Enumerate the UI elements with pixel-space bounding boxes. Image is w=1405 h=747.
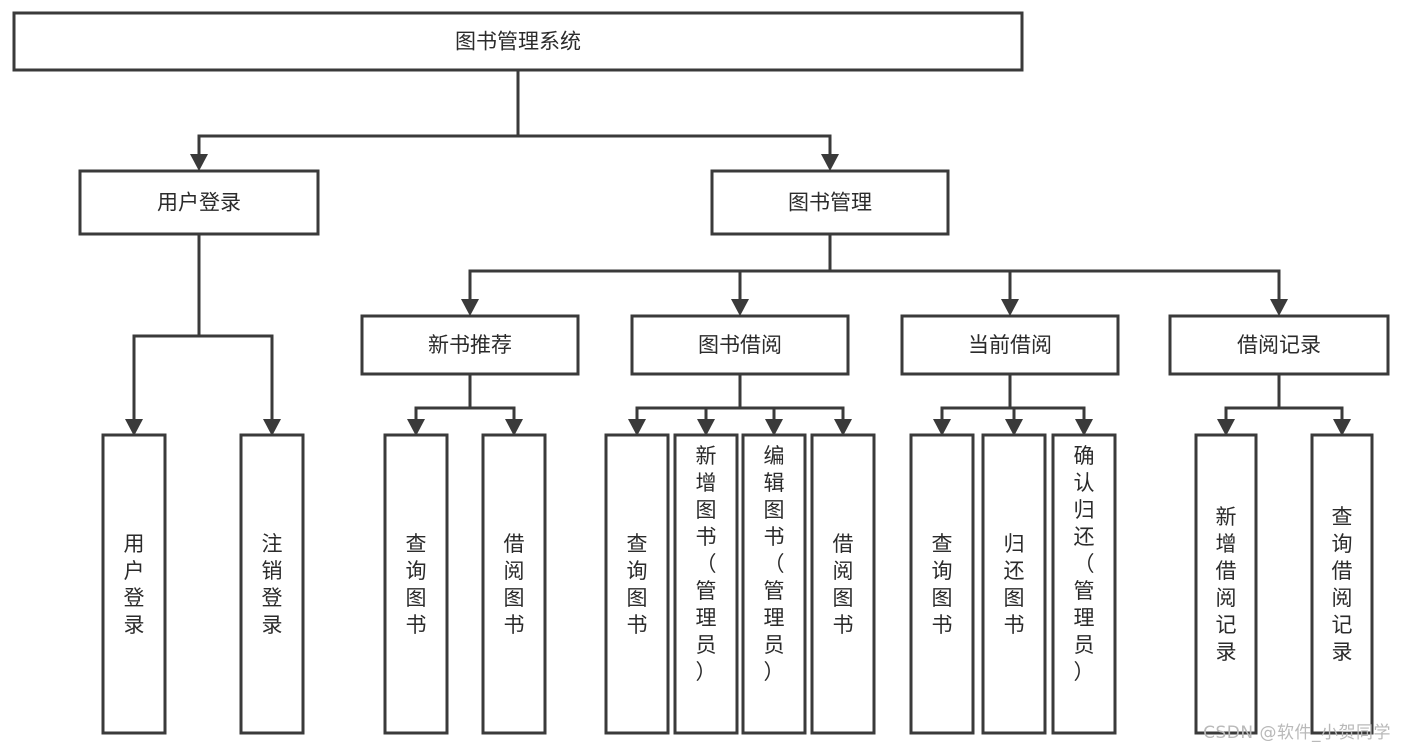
leaf-node-label-leaf-borrow-book-recommend: 借阅图书 xyxy=(504,532,525,637)
level2-node-box-book-manage[interactable]: 图书管理 xyxy=(710,169,950,236)
arrow-head-icon xyxy=(1001,299,1019,316)
level3-node-box-book-borrow[interactable]: 图书借阅 xyxy=(630,314,850,376)
leaf-node-box-leaf-query-book-current[interactable]: 查询图书 xyxy=(909,433,975,735)
arrow-head-icon xyxy=(731,299,749,316)
arrow-head-icon xyxy=(1005,419,1023,436)
leaf-node-box-leaf-add-borrow-record[interactable]: 新增借阅记录 xyxy=(1194,433,1258,735)
arrow-head-icon xyxy=(407,419,425,436)
connector-layer xyxy=(125,68,1351,436)
arrow-head-icon xyxy=(628,419,646,436)
level2-node-label-user-login: 用户登录 xyxy=(157,191,241,215)
leaf-node-label-leaf-return-book: 归还图书 xyxy=(1004,532,1025,637)
leaf-node-box-leaf-query-borrow-record[interactable]: 查询借阅记录 xyxy=(1310,433,1374,735)
leaf-node-label-leaf-add-borrow-record: 新增借阅记录 xyxy=(1216,505,1237,664)
arrow-head-icon xyxy=(125,419,143,436)
arrow-head-icon xyxy=(505,419,523,436)
level3-node-label-borrow-record: 借阅记录 xyxy=(1237,333,1321,357)
arrow-head-icon xyxy=(1075,419,1093,436)
leaf-node-box-leaf-user-login[interactable]: 用户登录 xyxy=(101,433,167,735)
leaf-node-label-leaf-confirm-return-admin: 确认归还（管理员） xyxy=(1074,444,1095,684)
arrow-head-icon xyxy=(933,419,951,436)
leaf-node-label-leaf-user-logout: 注销登录 xyxy=(262,532,283,637)
leaf-node-box-leaf-query-book-borrow[interactable]: 查询图书 xyxy=(604,433,670,735)
leaf-node-box-leaf-return-book[interactable]: 归还图书 xyxy=(981,433,1047,735)
leaf-node-box-leaf-add-book-admin[interactable]: 新增图书（管理员） xyxy=(673,433,739,735)
arrow-head-icon xyxy=(190,154,208,171)
level2-node-label-book-manage: 图书管理 xyxy=(788,191,872,215)
leaf-node-label-leaf-query-book-borrow: 查询图书 xyxy=(627,532,648,637)
leaf-node-label-leaf-edit-book-admin: 编辑图书（管理员） xyxy=(764,444,785,684)
arrow-head-icon xyxy=(1217,419,1235,436)
level3-node-box-borrow-record[interactable]: 借阅记录 xyxy=(1168,314,1390,376)
arrow-head-icon xyxy=(834,419,852,436)
level3-node-label-current-borrow: 当前借阅 xyxy=(968,333,1052,357)
level3-node-label-book-borrow: 图书借阅 xyxy=(698,333,782,357)
arrow-head-icon xyxy=(1333,419,1351,436)
leaf-node-label-leaf-query-borrow-record: 查询借阅记录 xyxy=(1332,505,1353,664)
root-node-box[interactable]: 图书管理系统 xyxy=(12,11,1024,72)
root-node-label: 图书管理系统 xyxy=(455,30,581,54)
arrow-head-icon xyxy=(821,154,839,171)
level3-node-box-current-borrow[interactable]: 当前借阅 xyxy=(900,314,1120,376)
leaf-node-box-leaf-query-book-recommend[interactable]: 查询图书 xyxy=(383,433,449,735)
arrow-head-icon xyxy=(697,419,715,436)
leaf-node-box-leaf-borrow-book[interactable]: 借阅图书 xyxy=(810,433,876,735)
leaf-node-box-leaf-confirm-return-admin[interactable]: 确认归还（管理员） xyxy=(1051,433,1117,735)
arrow-head-icon xyxy=(461,299,479,316)
leaf-node-box-leaf-borrow-book-recommend[interactable]: 借阅图书 xyxy=(481,433,547,735)
leaf-node-box-leaf-user-logout[interactable]: 注销登录 xyxy=(239,433,305,735)
level3-node-box-new-book-recommend[interactable]: 新书推荐 xyxy=(360,314,580,376)
leaf-node-label-leaf-query-book-recommend: 查询图书 xyxy=(406,532,427,637)
leaf-node-label-leaf-add-book-admin: 新增图书（管理员） xyxy=(696,444,717,684)
level2-node-box-user-login[interactable]: 用户登录 xyxy=(78,169,320,236)
leaf-node-label-leaf-borrow-book: 借阅图书 xyxy=(833,532,854,637)
node-layer: 图书管理系统用户登录图书管理新书推荐图书借阅当前借阅借阅记录用户登录注销登录查询… xyxy=(12,11,1390,735)
arrow-head-icon xyxy=(1270,299,1288,316)
leaf-node-box-leaf-edit-book-admin[interactable]: 编辑图书（管理员） xyxy=(741,433,807,735)
level3-node-label-new-book-recommend: 新书推荐 xyxy=(428,333,512,357)
arrow-head-icon xyxy=(765,419,783,436)
leaf-node-label-leaf-user-login: 用户登录 xyxy=(124,532,145,637)
arrow-head-icon xyxy=(263,419,281,436)
leaf-node-label-leaf-query-book-current: 查询图书 xyxy=(932,532,953,637)
